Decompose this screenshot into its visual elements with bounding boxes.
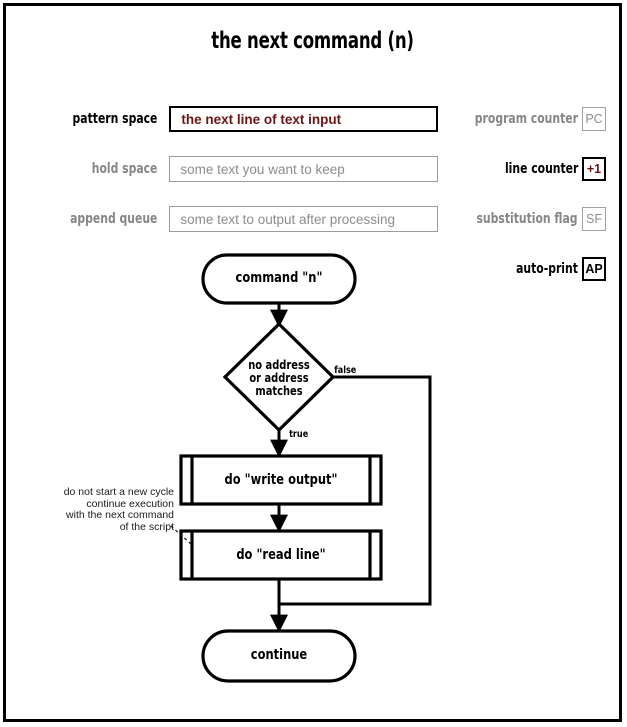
substitution-flag-chip: SF <box>582 207 606 231</box>
pattern-space-label: pattern space <box>72 111 158 127</box>
page-title: the next command (n) <box>211 28 414 54</box>
register-row-hold-space: hold space some text you want to keep <box>48 156 438 182</box>
decision-node-shape <box>222 321 336 433</box>
flag-row-line-counter: line counter +1 <box>426 157 606 181</box>
annotation-line-4: of the script <box>119 520 174 533</box>
edge-label-false: false <box>334 365 357 376</box>
append-queue-input[interactable]: some text to output after processing <box>169 206 438 232</box>
register-row-append-queue: append queue some text to output after p… <box>48 206 438 232</box>
flowchart-canvas <box>170 253 432 683</box>
annotation-line-1: do not start a new cycle <box>63 486 174 498</box>
program-counter-chip: PC <box>582 107 606 131</box>
auto-print-label: auto-print <box>516 261 578 277</box>
flag-row-auto-print: auto-print AP <box>426 257 606 281</box>
substitution-flag-label: substitution flag <box>476 211 578 227</box>
hold-space-input[interactable]: some text you want to keep <box>169 156 438 182</box>
process-read-line-shape <box>179 529 383 581</box>
start-node-shape <box>201 253 357 305</box>
line-counter-chip: +1 <box>582 157 606 181</box>
pattern-space-input[interactable]: the next line of text input <box>169 106 438 132</box>
register-row-pattern-space: pattern space the next line of text inpu… <box>48 106 438 132</box>
program-counter-label: program counter <box>474 111 578 127</box>
edge-false-branch <box>279 375 432 606</box>
hold-space-label: hold space <box>91 161 158 177</box>
end-node-shape <box>201 629 357 683</box>
append-queue-label: append queue <box>70 211 158 227</box>
annotation-note: do not start a new cycle continue execut… <box>26 486 174 533</box>
diagram-frame: the next command (n) pattern space the n… <box>3 3 622 722</box>
annotation-line-2: continue execution <box>86 497 174 510</box>
flag-row-substitution-flag: substitution flag SF <box>426 207 606 231</box>
annotation-line-3: with the next command <box>66 509 174 521</box>
edge-label-true: true <box>289 429 309 440</box>
process-write-output-shape <box>179 454 383 506</box>
auto-print-chip: AP <box>582 257 606 281</box>
annotation-leader-line <box>170 525 192 545</box>
flag-row-program-counter: program counter PC <box>426 107 606 131</box>
line-counter-label: line counter <box>504 161 578 177</box>
